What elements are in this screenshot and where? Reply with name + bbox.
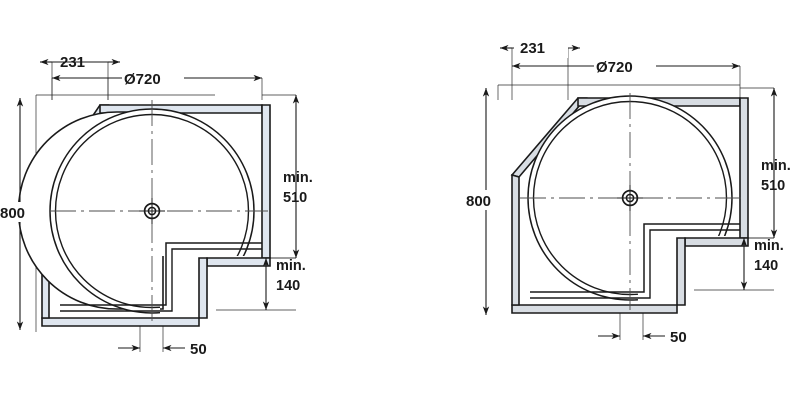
right-side-wall-panel [511, 173, 520, 306]
right-dim-800-label: 800 [466, 193, 491, 210]
right-bottom-panel [511, 304, 678, 314]
left-dim-510-label-min: min. [283, 170, 313, 186]
left-view-group: 231 Ø720 800 min. 510 min. 140 [0, 54, 313, 358]
left-dim-50-label: 50 [190, 341, 207, 358]
left-shelf-notch-inner [60, 248, 262, 312]
left-pivot-symbol [139, 198, 165, 224]
left-dim-231: 231 [40, 54, 120, 71]
right-right-panel [739, 97, 749, 239]
left-step-top-panel [206, 257, 271, 267]
left-right-panel [261, 104, 271, 259]
left-dim-800: 800 [0, 97, 34, 330]
right-dim-510: min. 510 [761, 87, 791, 238]
right-dim-140: min. 140 [740, 237, 784, 290]
right-dim-231: 231 [499, 38, 580, 58]
right-dim-720-label: Ø720 [596, 59, 633, 76]
right-shelf-notch-inner [530, 229, 740, 299]
left-dim-510: min. 510 [283, 94, 313, 258]
right-dim-231-label: 231 [520, 40, 545, 57]
left-dim-720: Ø720 [51, 68, 262, 88]
right-step-top-panel [684, 237, 749, 247]
left-step-vertical-panel [198, 257, 208, 319]
right-shelf-notch-outer [530, 223, 740, 293]
left-bottom-panel [41, 317, 200, 327]
right-dim-510-label-value: 510 [761, 178, 785, 194]
right-dim-800: 800 [466, 87, 500, 315]
right-dim-140-label-min: min. [754, 238, 784, 254]
left-dim-50: 50 [118, 341, 207, 358]
right-view-group: 231 Ø720 800 min. 510 min. 140 [466, 38, 791, 346]
right-centre-lines [520, 93, 746, 310]
right-dim-720: Ø720 [511, 56, 740, 76]
right-dim-50-label: 50 [670, 329, 687, 346]
left-dim-231-label: 231 [60, 54, 85, 71]
right-step-vertical-panel [676, 237, 686, 306]
left-dim-720-label: Ø720 [124, 71, 161, 88]
left-dim-140-label-value: 140 [276, 278, 300, 294]
right-dim-140-label-value: 140 [754, 258, 778, 274]
left-dim-510-label-value: 510 [283, 190, 307, 206]
left-dim-140: min. 140 [262, 257, 306, 310]
right-dim-50: 50 [598, 329, 687, 346]
right-dim-510-label-min: min. [761, 158, 791, 174]
left-dim-140-label-min: min. [276, 258, 306, 274]
left-dim-800-label: 800 [0, 205, 25, 222]
left-shelf-notch-outer [60, 242, 262, 306]
right-pivot-symbol [617, 185, 643, 211]
